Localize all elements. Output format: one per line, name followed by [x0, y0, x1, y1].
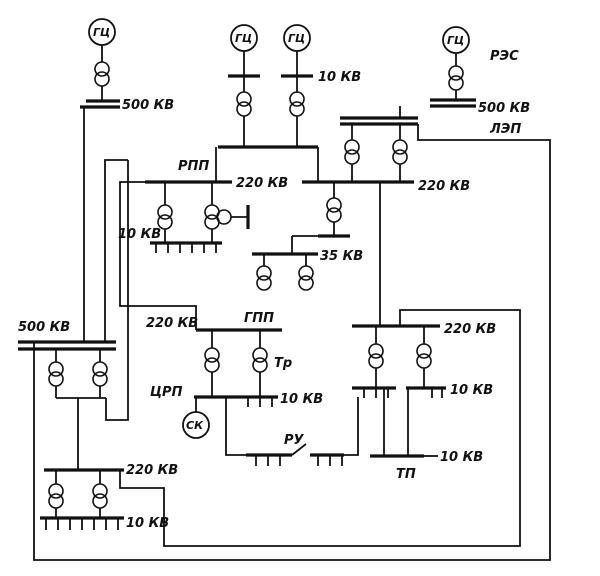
- bus-label-tp: ТП: [396, 467, 416, 482]
- bus-label-10kv: 10 КВ: [440, 450, 483, 465]
- transformer-icon: [289, 91, 305, 117]
- bus-label-500kv: 500 КВ: [478, 101, 530, 116]
- transformer-icon: [92, 361, 108, 387]
- substation-gpp: 220 КВ ГПП Тр: [146, 311, 292, 397]
- transformer-icon: [252, 347, 268, 373]
- transformer-icon: [448, 65, 464, 91]
- bus-crp: ЦРП 10 КВ СК: [150, 385, 323, 456]
- transformer-icon: [298, 265, 314, 291]
- bus-label-10kv: 10 КВ: [126, 516, 169, 531]
- transformer-icon: [256, 265, 272, 291]
- transformer-icon: [416, 343, 432, 369]
- bus-label-500kv: 500 КВ: [122, 98, 174, 113]
- bus-label-220kv: 220 КВ: [126, 463, 178, 478]
- line-label-lep: ЛЭП: [489, 122, 521, 137]
- generator-glyph: ГЦ: [288, 32, 305, 45]
- bus-label-220kv: 220 КВ: [146, 316, 198, 331]
- substation-220-right: 220 КВ 10 КВ ТП 10 КВ: [352, 322, 496, 482]
- transformer-icon: [326, 197, 342, 223]
- transformer-icon: [48, 483, 64, 509]
- bus-label-220kv: 220 КВ: [444, 322, 496, 337]
- switchgear-ru: РУ: [246, 397, 359, 466]
- substation-220-bottom: 220 КВ 10 КВ: [40, 463, 178, 531]
- transformer-icon: [48, 361, 64, 387]
- bus-label-10kv: 10 КВ: [318, 70, 361, 85]
- transformer-label-tr: Тр: [274, 356, 292, 371]
- transformer-icon: [344, 139, 360, 165]
- bus-label-35kv: 35 КВ: [320, 249, 363, 264]
- bus-label-rpp: РПП: [178, 159, 209, 174]
- generator-glyph: ГЦ: [235, 32, 252, 45]
- transformer-icon: [92, 483, 108, 509]
- compensator-glyph: СК: [186, 419, 204, 432]
- transformer-icon: [204, 204, 232, 230]
- generator-glyph: ГЦ: [93, 26, 110, 39]
- transformer-icon: [368, 343, 384, 369]
- bus-label-gpp: ГПП: [244, 311, 274, 326]
- station-left: ГЦ 500 КВ: [80, 18, 174, 113]
- bus-label-10kv: 10 КВ: [280, 392, 323, 407]
- station-middle-a: ГЦ: [228, 24, 260, 147]
- breaker-switch: [291, 443, 307, 456]
- bus-label-10kv: 10 КВ: [118, 227, 161, 242]
- transformer-icon: [236, 91, 252, 117]
- substation-500-upper: [340, 106, 418, 182]
- transformer-icon: [392, 139, 408, 165]
- bus-label-10kv: 10 КВ: [450, 383, 493, 398]
- rpp-distribution: 10 КВ: [118, 182, 250, 253]
- bus-label-crp: ЦРП: [150, 385, 183, 400]
- station-right: ГЦ РЭС 500 КВ ЛЭП: [430, 26, 530, 137]
- station-middle-b: ГЦ 10 КВ: [281, 24, 361, 147]
- station-label-res: РЭС: [490, 49, 519, 64]
- substation-500-lower: 500 КВ: [18, 320, 116, 470]
- branch-35kv: 35 КВ: [252, 182, 363, 291]
- transformer-icon: [94, 61, 110, 87]
- transformer-icon: [157, 204, 173, 230]
- generator-glyph: ГЦ: [447, 34, 464, 47]
- transformer-icon: [204, 347, 220, 373]
- compensator-icon: [182, 411, 210, 439]
- bus-label-220kv: 220 КВ: [418, 179, 470, 194]
- bus-label-220kv: 220 КВ: [236, 176, 288, 191]
- bus-label-ru: РУ: [284, 433, 305, 448]
- bus-label-500kv: 500 КВ: [18, 320, 70, 335]
